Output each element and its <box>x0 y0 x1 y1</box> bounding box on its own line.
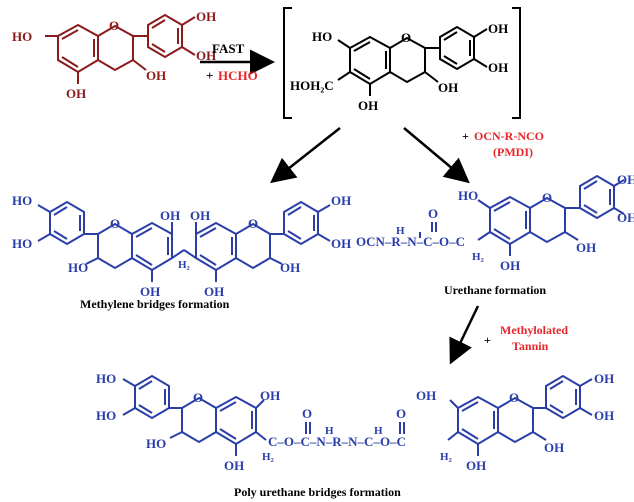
right-bracket <box>512 7 521 119</box>
m-bridge: H₂ <box>178 259 191 271</box>
p-h-left: H <box>325 425 334 437</box>
p-oh6: OH <box>594 371 614 386</box>
u-chain: OCN–R–N–C–O–C <box>356 234 465 249</box>
p-ho-right: OH <box>416 388 436 403</box>
p-oh5: OH <box>544 440 564 455</box>
p-ho3: HO <box>146 436 166 451</box>
intermediate-structure <box>337 25 488 96</box>
u-ch2: H₂ <box>472 251 485 263</box>
catechin-ho: HO <box>12 29 32 44</box>
m-oh-b: OH <box>140 284 160 299</box>
plus-3: + <box>484 333 491 347</box>
p-ho2: HO <box>96 408 116 423</box>
methylene-caption: Methylene bridges formation <box>80 297 230 311</box>
m-o2: O <box>248 216 258 231</box>
pmdi-line1: OCN-R-NCO <box>474 129 544 143</box>
p-o-right: O <box>396 406 406 421</box>
left-bracket <box>283 7 292 119</box>
p-h-right: H <box>374 425 383 437</box>
m-oh-f: OH <box>331 193 351 208</box>
catechin-structure <box>45 13 196 84</box>
p-ring-o2: O <box>509 390 519 405</box>
methylolated-line2: Tannin <box>512 339 549 353</box>
u-oh1: OH <box>576 240 596 255</box>
m-oh-e: OH <box>280 260 300 275</box>
catechin-oh-a: OH <box>66 86 86 101</box>
arrow-to-methylene <box>270 127 341 184</box>
u-oh3: OH <box>617 172 634 187</box>
catechin-oh-b2: OH <box>196 48 216 63</box>
p-oh2: OH <box>224 458 244 473</box>
intermediate-oh-a: OH <box>358 98 378 113</box>
plus-2: + <box>462 129 469 143</box>
catechin-ring-o: O <box>109 18 119 33</box>
arrow-to-urethane <box>403 127 470 184</box>
m-oh-a: OH <box>160 208 180 223</box>
intermediate-ring-o: O <box>401 30 411 45</box>
plus-1: + <box>206 68 213 83</box>
arrow-to-poly <box>449 305 480 365</box>
p-o-left: O <box>302 406 312 421</box>
p-oh7: OH <box>594 408 614 423</box>
intermediate-hoh2c: HOH₂C <box>290 78 334 93</box>
p-chain: C–O–C–N–R–N–C–O–C <box>268 434 406 449</box>
m-o1: O <box>110 216 120 231</box>
urethane-structure <box>419 174 625 256</box>
m-ho2: HO <box>12 236 32 251</box>
polyurethane-structure <box>122 374 593 456</box>
u-oh4: OH <box>617 210 634 225</box>
p-ring-o1: O <box>193 390 203 405</box>
u-nh: H <box>396 225 405 237</box>
fast-label: FAST <box>212 41 245 56</box>
intermediate-oh-c: OH <box>438 80 458 95</box>
hcho-label: HCHO <box>218 68 258 83</box>
p-ch2-right: H₂ <box>440 451 453 463</box>
u-oh2: OH <box>500 258 520 273</box>
intermediate-oh-b2: OH <box>488 60 508 75</box>
intermediate-ho: HO <box>312 29 332 44</box>
m-oh-c: OH <box>190 208 210 223</box>
m-ho3: HO <box>68 260 88 275</box>
u-ho: HO <box>458 188 478 203</box>
p-oh4: OH <box>466 458 486 473</box>
u-carbonyl-o: O <box>428 206 438 221</box>
intermediate-oh-b1: OH <box>488 21 508 36</box>
catechin-oh-c: OH <box>146 68 166 83</box>
m-oh-d: OH <box>204 284 224 299</box>
methylolated-line1: Methylolated <box>500 323 568 337</box>
u-ring-o: O <box>542 190 552 205</box>
p-oh1: OH <box>260 388 280 403</box>
p-ho1: HO <box>96 371 116 386</box>
poly-caption: Poly urethane bridges formation <box>234 485 401 499</box>
m-ho1: HO <box>12 193 32 208</box>
p-ch2-left: H₂ <box>262 451 275 463</box>
pmdi-line2: (PMDI) <box>493 145 533 159</box>
methylene-structure <box>37 200 331 282</box>
urethane-caption: Urethane formation <box>444 283 546 297</box>
m-oh-g: OH <box>331 236 351 251</box>
catechin-oh-b1: OH <box>196 9 216 24</box>
